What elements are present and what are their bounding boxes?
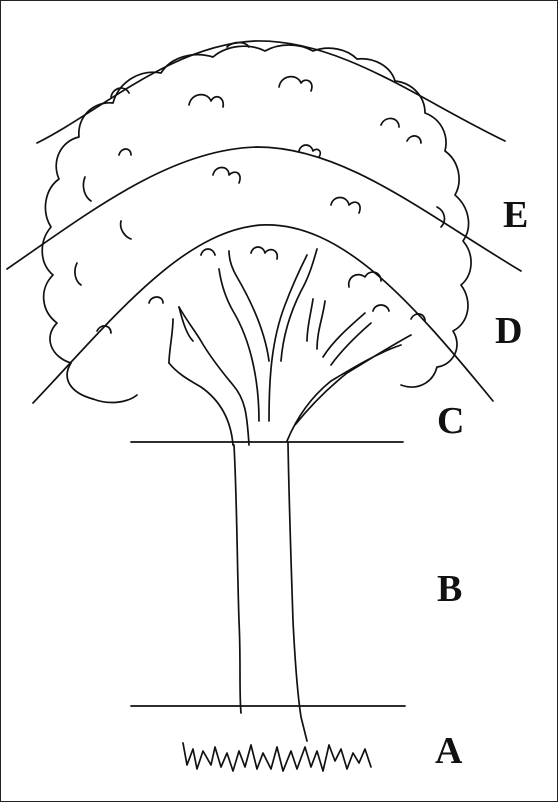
grass [183,743,371,771]
leaf-scallop [119,149,131,155]
zone-label-b: B [437,568,462,610]
leaf-scallop [381,118,399,127]
leaf-scallop [279,77,312,91]
leaf-scallop [437,207,444,227]
leaf-scallop [83,177,91,201]
leaf-scallop [373,305,389,311]
zone-label-d: D [495,310,522,352]
zone-label-c: C [437,400,464,442]
trunk-left [234,445,241,713]
zone-label-a: A [435,730,463,772]
leaf-scallop [75,263,81,285]
canopy-outline [42,45,471,399]
trunk-right [288,443,307,741]
branch-center-left [219,251,269,421]
leaf-scallop [331,198,360,214]
branch-center [269,249,317,421]
boundary-arc-c-d [33,225,493,403]
branch-right-twig [307,299,371,365]
branch-main-left [169,307,249,445]
canopy-outline-lower [93,395,137,402]
leaf-scallop [251,247,277,259]
leaf-scallop [121,221,131,239]
boundary-arc-e-top [37,41,505,143]
leaf-scallop [149,297,163,303]
leaf-scallop [189,95,223,107]
branch-left-twig [169,307,193,363]
zone-label-e: E [503,194,528,236]
leaf-scallop [213,168,240,184]
leaf-scallop [201,249,215,255]
leaf-scallop [407,136,421,143]
branch-right [287,335,411,441]
